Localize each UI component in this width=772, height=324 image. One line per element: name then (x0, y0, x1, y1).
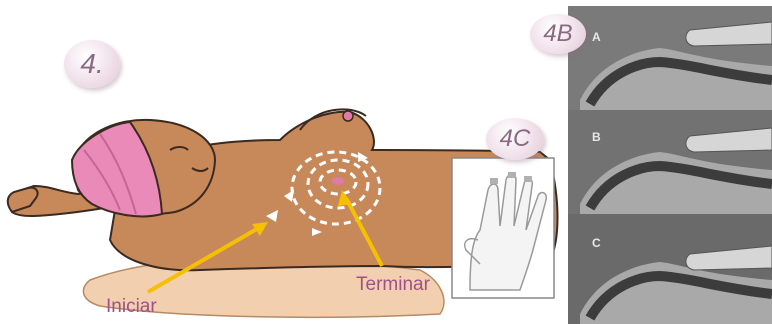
step-4b-badge: 4B (530, 14, 586, 54)
panel-c-label: C (592, 236, 601, 250)
nipple-upper (343, 111, 353, 121)
palpation-panels (568, 6, 772, 324)
start-label: Iniciar (106, 296, 157, 318)
panel-a-label: A (592, 30, 601, 44)
step-badge: 4. (64, 40, 120, 88)
panel-b-label: B (592, 130, 601, 144)
nipple-center (332, 177, 344, 185)
step-4c-badge: 4C (486, 118, 544, 160)
hand-diagram (452, 158, 554, 298)
end-label: Terminar (356, 274, 430, 296)
